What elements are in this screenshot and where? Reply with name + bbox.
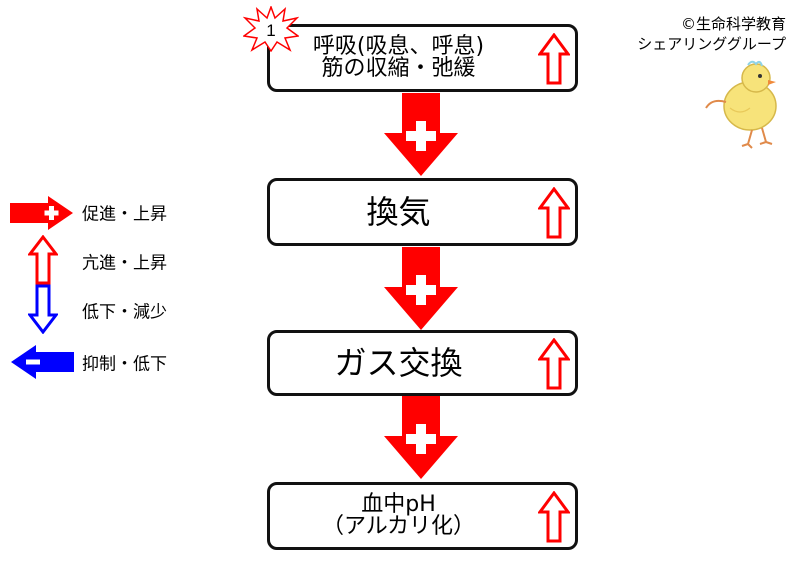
legend-label-enhance: 亢進・上昇 [82,253,167,274]
red-outline-up-arrow-icon [538,33,570,85]
red-plus-arrow-icon [10,196,73,230]
chick-illustration [705,60,777,149]
box-blood-ph-line-2: （アルカリ化） [321,514,476,539]
copyright-line-1: ©生命科学教育 [680,15,786,33]
copyright-text: ©生命科学教育 シェアリンググループ [637,14,786,55]
legend-item-promote: 促進・上昇 [8,192,208,232]
legend-item-suppress: 抑制・低下 [8,342,208,382]
box-respiration-line-2: 筋の収縮・弛緩 [321,56,476,81]
box-gas-exchange: ガス交換 [267,330,578,396]
legend-label-suppress: 抑制・低下 [82,354,167,375]
blue-minus-arrow-icon [11,345,74,379]
promote-flow-arrow-1 [384,93,458,176]
red-outline-up-arrow-icon [538,187,570,239]
red-outline-up-arrow-icon [538,491,570,543]
box-gas-exchange-label: ガス交換 [334,343,463,382]
promote-flow-arrow-2 [384,247,458,330]
legend-label-promote: 促進・上昇 [82,204,167,225]
promote-flow-arrow-3 [384,396,458,479]
badge-number: 1 [266,21,275,40]
red-outline-up-arrow-icon [538,338,570,390]
red-outline-up-arrow-icon [28,235,58,285]
number-badge-starburst: 1 [243,6,299,52]
copyright-line-2: シェアリンググループ [637,35,786,54]
box-ventilation-label: 換気 [366,192,431,231]
legend-label-decrease: 低下・減少 [82,302,167,323]
box-blood-ph: 血中pH （アルカリ化） [267,482,578,550]
blue-outline-down-arrow-icon [28,284,58,334]
box-blood-ph-line-1: 血中pH [361,491,436,517]
box-respiration-line-1: 呼吸(吸息、呼息) [312,33,485,59]
legend-item-decrease: 低下・減少 [8,284,208,334]
box-ventilation: 換気 [267,178,578,246]
legend-item-enhance: 亢進・上昇 [8,235,208,285]
box-respiration: 呼吸(吸息、呼息) 筋の収縮・弛緩 [267,24,578,92]
